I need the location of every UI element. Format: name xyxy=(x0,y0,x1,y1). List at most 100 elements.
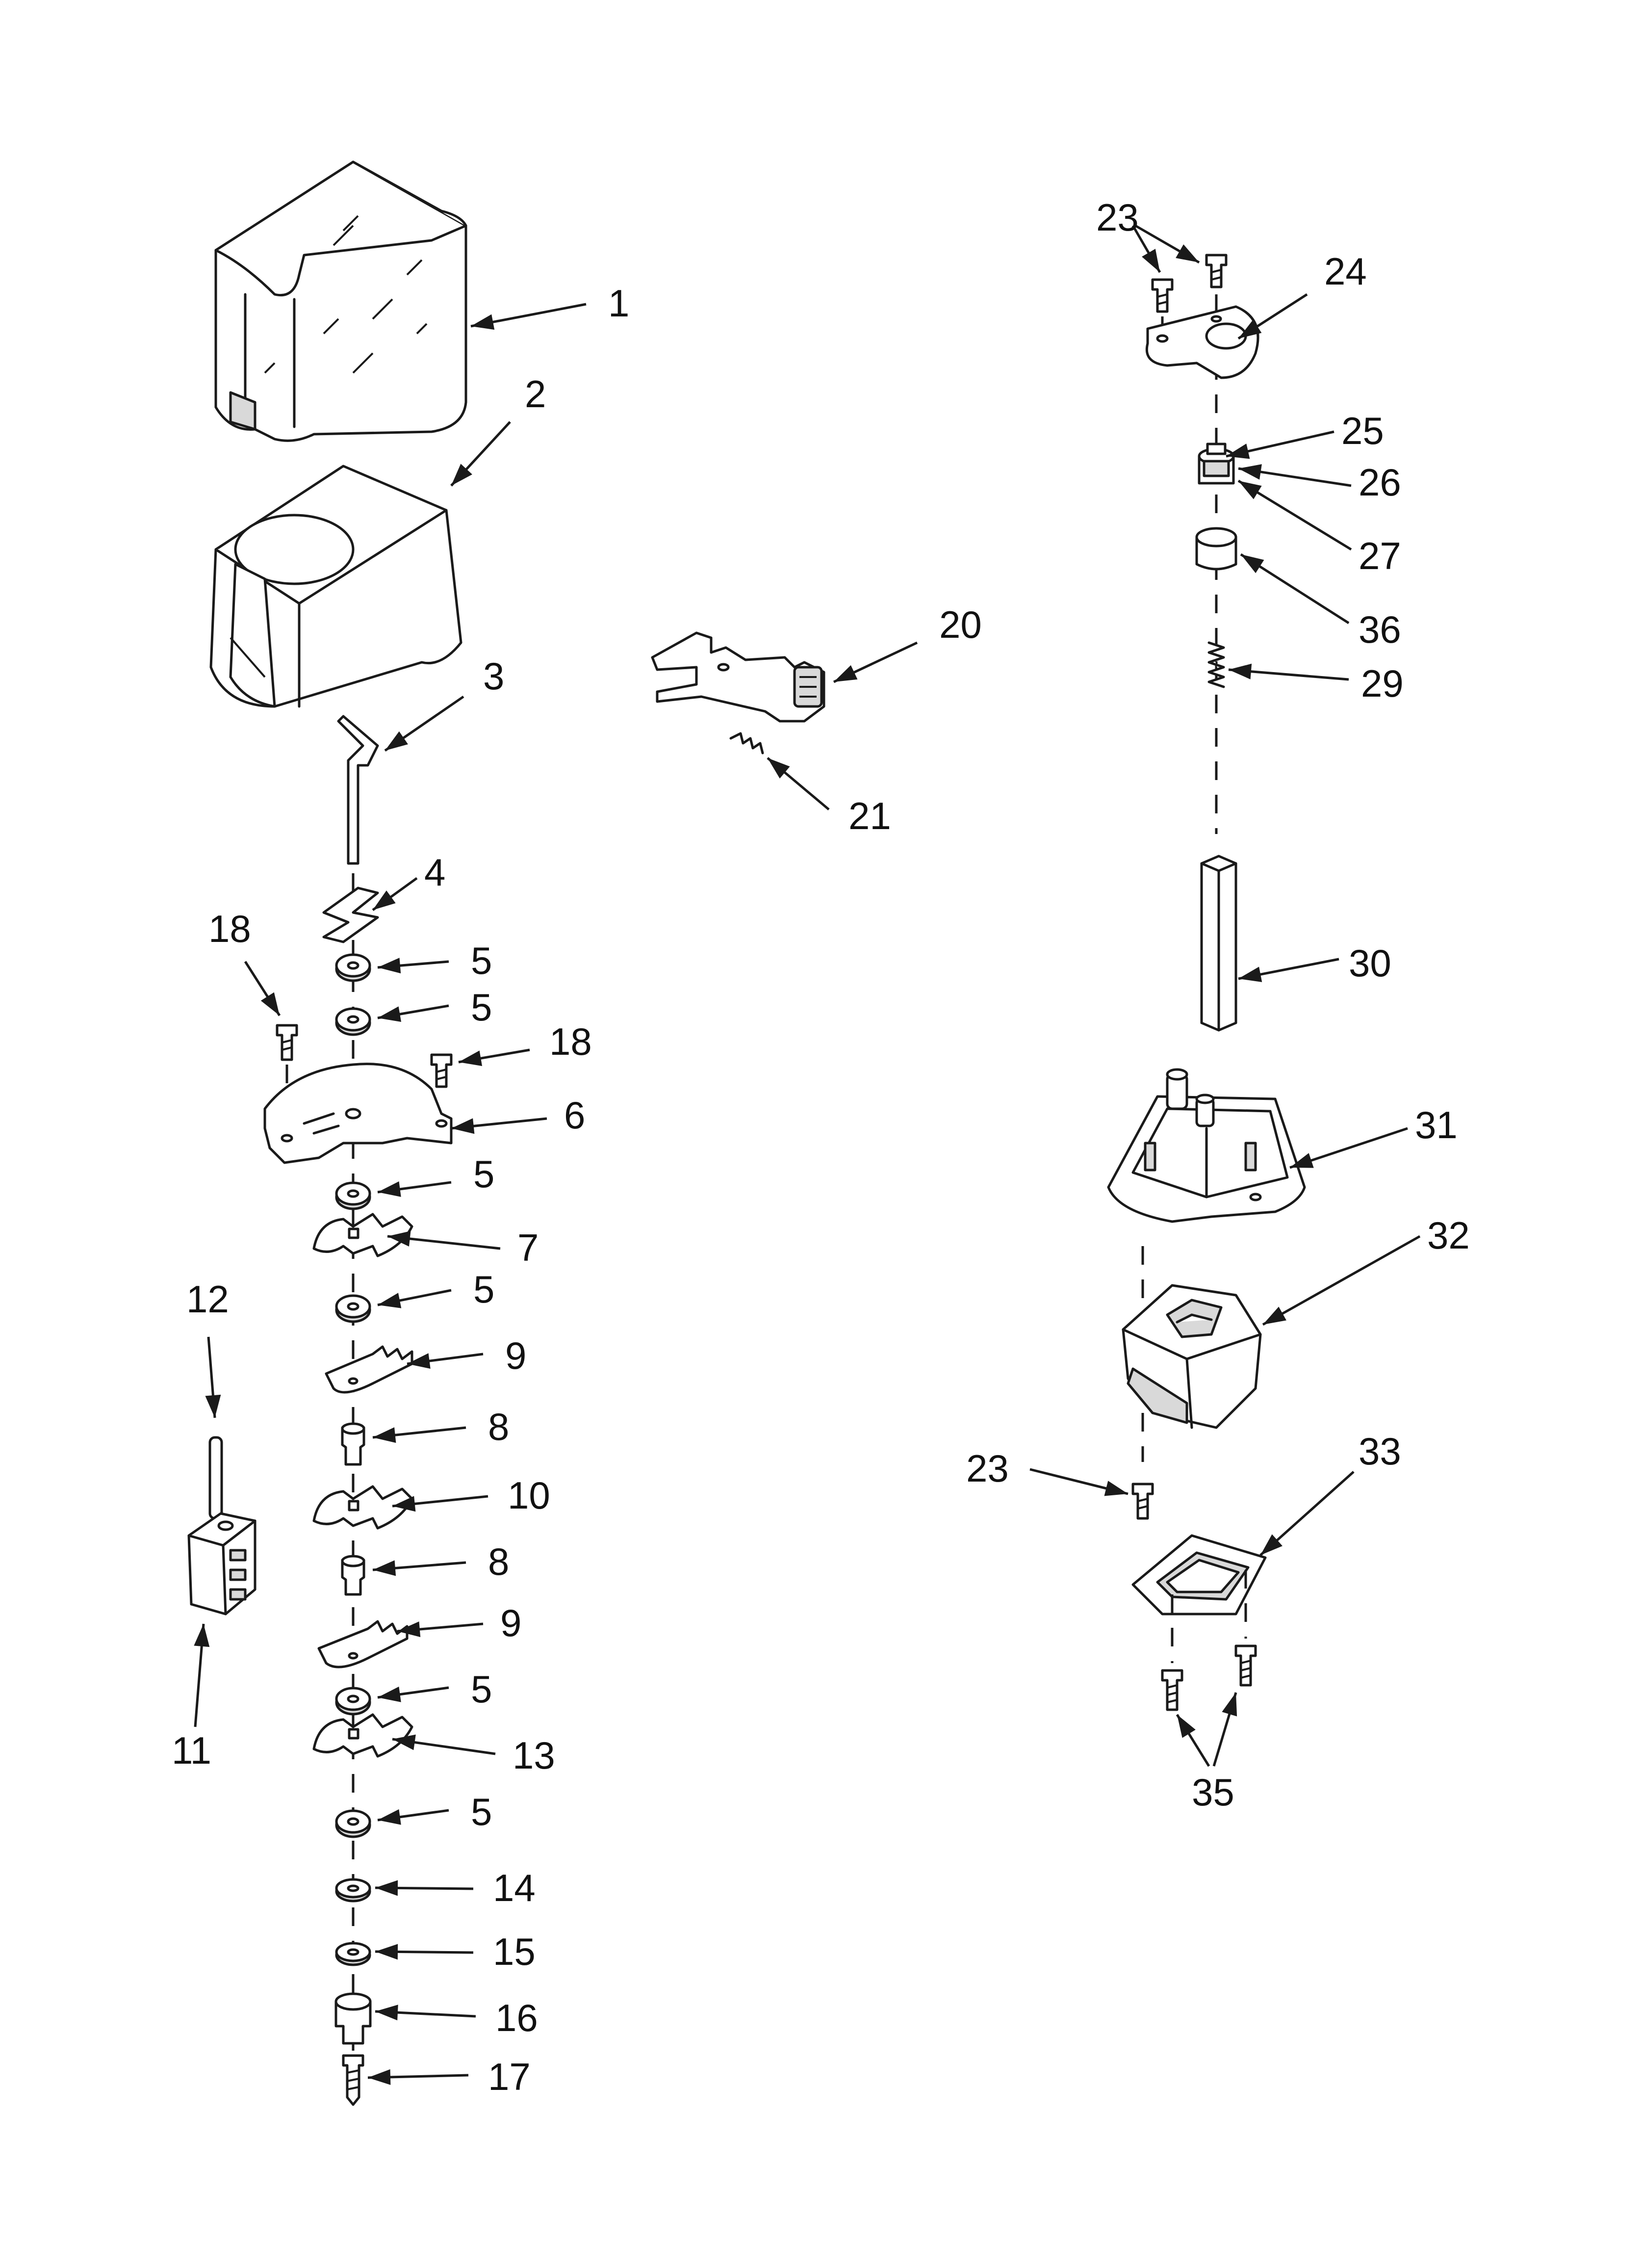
part-31-housing xyxy=(1107,1068,1306,1223)
part-32-motor xyxy=(1122,1284,1262,1429)
part-11-block xyxy=(187,1512,257,1616)
arrowhead xyxy=(407,1353,431,1369)
part-17-screw xyxy=(342,2054,364,2106)
callout-5c: 5 xyxy=(473,1152,494,1196)
part-10-blade xyxy=(312,1485,413,1530)
leader-line xyxy=(1262,1235,1421,1326)
arrowhead xyxy=(397,1621,421,1638)
part-21-spring xyxy=(729,732,764,755)
arrowhead xyxy=(451,464,472,486)
callout-7: 7 xyxy=(517,1226,539,1269)
arrowhead xyxy=(378,1006,402,1022)
callout-32: 32 xyxy=(1427,1214,1470,1257)
part-16-bushing xyxy=(334,1992,372,2045)
callout-6: 6 xyxy=(564,1094,585,1137)
arrowhead xyxy=(378,1686,401,1702)
part-9-blade-lower xyxy=(317,1620,409,1668)
arrowhead xyxy=(378,1293,402,1308)
part-6-bracket xyxy=(263,1063,453,1164)
arrowhead xyxy=(373,890,396,910)
callout-8a: 8 xyxy=(488,1405,509,1448)
part-12-pin xyxy=(208,1436,223,1520)
part-2-ice-housing xyxy=(209,465,462,708)
arrowhead xyxy=(375,1880,398,1896)
callout-27: 27 xyxy=(1359,534,1401,577)
arrowhead xyxy=(1229,663,1252,679)
part-24-plate xyxy=(1145,305,1259,379)
arrowhead xyxy=(459,1050,483,1066)
callout-23a: 23 xyxy=(1096,196,1139,239)
arrowhead xyxy=(471,314,495,330)
arrowhead xyxy=(1238,481,1262,499)
arrowhead xyxy=(1142,249,1160,272)
callout-13: 13 xyxy=(513,1734,555,1777)
part-23-screw-lower xyxy=(1131,1483,1154,1520)
callout-20: 20 xyxy=(939,603,982,646)
callout-18a: 18 xyxy=(208,907,251,950)
arrowhead xyxy=(1238,966,1262,982)
callout-31: 31 xyxy=(1415,1103,1458,1147)
part-15-washer xyxy=(335,1942,371,1966)
arrowhead xyxy=(1238,319,1262,339)
callout-4: 4 xyxy=(424,851,445,894)
callout-35: 35 xyxy=(1192,1771,1234,1814)
callout-25: 25 xyxy=(1341,409,1384,452)
arrowhead xyxy=(373,1427,396,1443)
part-18-screws xyxy=(276,1024,453,1123)
part-8-spacers xyxy=(341,1422,365,1596)
callout-12: 12 xyxy=(186,1277,229,1321)
arrowhead xyxy=(1104,1481,1128,1496)
arrowhead xyxy=(1260,1534,1283,1555)
callout-30: 30 xyxy=(1349,941,1391,985)
callout-36: 36 xyxy=(1359,608,1401,651)
arrowhead xyxy=(378,1809,401,1825)
arrowhead xyxy=(834,665,858,682)
arrowhead xyxy=(392,1734,416,1750)
part-1-bin-liner xyxy=(214,160,467,442)
part-35-screws xyxy=(1161,1644,1257,1711)
arrowhead xyxy=(260,992,280,1016)
callout-9a: 9 xyxy=(505,1334,526,1377)
callout-5b: 5 xyxy=(471,986,492,1029)
arrowhead xyxy=(1226,443,1250,459)
callout-5a: 5 xyxy=(471,939,492,982)
part-36-cap xyxy=(1195,527,1237,571)
arrowhead xyxy=(378,1181,401,1197)
arrowhead xyxy=(368,2069,391,2085)
callout-33: 33 xyxy=(1359,1430,1401,1473)
callout-1: 1 xyxy=(608,282,629,325)
arrowhead xyxy=(375,2005,398,2021)
part-4-clip xyxy=(322,886,379,943)
arrowhead xyxy=(373,1560,396,1576)
part-23-screws-top xyxy=(1151,254,1228,343)
part-14-washer xyxy=(335,1878,371,1903)
callout-15: 15 xyxy=(493,1930,536,1973)
part-33-gasket xyxy=(1131,1534,1267,1663)
arrowhead xyxy=(1290,1153,1314,1168)
callout-23b: 23 xyxy=(966,1447,1009,1490)
part-13-blade xyxy=(312,1713,413,1758)
callout-5e: 5 xyxy=(471,1668,492,1711)
callout-5f: 5 xyxy=(471,1790,492,1833)
part-25-27-coupling xyxy=(1198,443,1235,485)
callout-29: 29 xyxy=(1361,662,1404,705)
arrowhead xyxy=(392,1496,416,1512)
callout-9b: 9 xyxy=(500,1601,521,1644)
callout-17: 17 xyxy=(488,2055,531,2098)
callout-10: 10 xyxy=(508,1474,550,1517)
arrowhead xyxy=(385,731,408,751)
callout-3: 3 xyxy=(483,654,504,698)
arrowhead xyxy=(1176,244,1199,262)
callout-labels: 1 2 3 4 5 5 18 18 6 5 7 5 9 8 10 8 9 5 1… xyxy=(172,196,1470,2098)
callout-16: 16 xyxy=(495,1996,538,2039)
arrowhead xyxy=(451,1118,475,1134)
arrowhead xyxy=(375,1944,398,1960)
leader-lines xyxy=(194,224,1421,2085)
arrowhead xyxy=(205,1394,221,1418)
part-3-shaft xyxy=(337,715,379,865)
callout-18b: 18 xyxy=(549,1020,592,1063)
callout-14: 14 xyxy=(493,1866,536,1909)
part-5-washers xyxy=(335,953,371,1838)
arrowhead xyxy=(768,758,790,779)
